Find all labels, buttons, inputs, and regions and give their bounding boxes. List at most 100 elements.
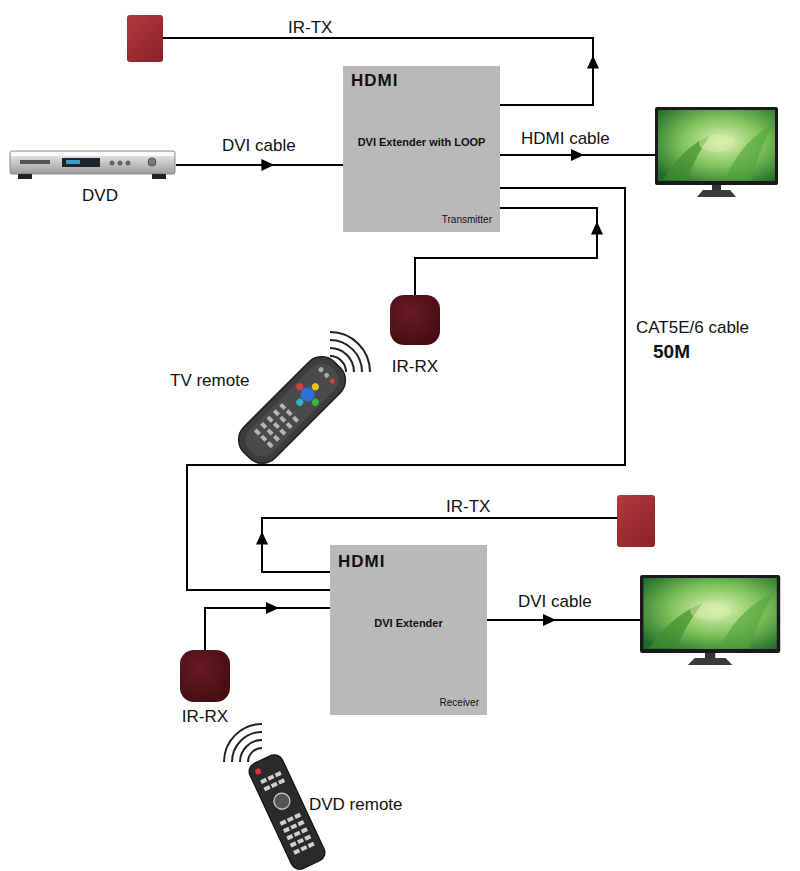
- ir-receiver: IR-RX: [390, 295, 440, 345]
- ir-wave: [224, 724, 262, 762]
- remote-key: [260, 435, 267, 442]
- logo-text: HDMI: [351, 71, 451, 91]
- player-body: [10, 151, 175, 174]
- remote-key: [279, 403, 286, 410]
- remote-key: [279, 416, 286, 423]
- player-foot: [18, 174, 32, 179]
- remote-key: [294, 813, 301, 819]
- player-button: [126, 161, 131, 166]
- ir-wave: [330, 332, 370, 372]
- device-label: DVD remote: [309, 795, 429, 815]
- player-top: [11, 152, 174, 156]
- device-role: Receiver: [387, 697, 479, 709]
- device-title: DVI Extender: [330, 617, 487, 630]
- ir-wave: [240, 740, 262, 762]
- ir-rx-wire: [205, 608, 330, 650]
- tv-remote-illustration: [231, 349, 353, 471]
- remote-key: [297, 820, 304, 826]
- remote-key: [286, 409, 293, 416]
- player-button: [118, 161, 123, 166]
- remote-key: [294, 831, 301, 837]
- dvi-wire: [176, 164, 343, 166]
- device-role: Transmitter: [400, 214, 492, 226]
- ir-wave: [330, 348, 354, 372]
- connector-label: DVI cable: [222, 136, 332, 156]
- cat-cable: [187, 188, 625, 590]
- dvi-wire: [487, 619, 640, 621]
- remote-key: [260, 778, 267, 784]
- remote-key: [254, 428, 261, 435]
- ir-waves: [330, 332, 370, 372]
- tv-bottom: [640, 575, 780, 665]
- disc-tray: [20, 160, 50, 164]
- remote-key: [300, 845, 307, 851]
- device-label: TV remote: [170, 371, 280, 391]
- receiver-box: HDMI DVI ExtenderReceiver: [330, 545, 487, 715]
- remote-key: [297, 838, 304, 844]
- ir-wave: [232, 732, 262, 762]
- remote-key: [275, 771, 282, 777]
- remote-key: [273, 409, 280, 416]
- remote-face: [240, 358, 345, 463]
- node-label: IR-TX: [446, 497, 526, 517]
- player-display: [62, 158, 100, 167]
- remote-key: [304, 835, 311, 841]
- remote-key: [267, 774, 274, 780]
- remote-key: [260, 422, 267, 429]
- node-label: DVD: [60, 186, 140, 206]
- remote-key: [287, 816, 294, 822]
- transmitter-box: HDMI DVI Extender with LOOP Transmitter: [343, 66, 500, 232]
- length-label: 50M: [653, 341, 723, 363]
- remote-key: [273, 435, 280, 442]
- remote-body: [231, 349, 353, 471]
- ir-receiver: IR-RX: [180, 650, 230, 702]
- player-knob: [148, 158, 156, 166]
- ir-transmitter: IR-TX: [617, 495, 655, 547]
- remote-nav: [271, 790, 292, 811]
- remote-button: [295, 397, 305, 407]
- remote-button: [329, 377, 336, 384]
- node-label: IR-RX: [370, 357, 460, 377]
- arrow-head: [543, 614, 556, 626]
- remote-button: [310, 397, 320, 407]
- remote-key: [286, 422, 293, 429]
- remote-key: [286, 834, 293, 840]
- remote-button: [310, 382, 320, 392]
- tv-top: [655, 107, 778, 197]
- cable-label: DVI cable: [518, 592, 628, 612]
- arrow-head: [261, 159, 274, 171]
- remote-button: [295, 382, 305, 392]
- remote-key: [273, 422, 280, 429]
- remote-button: [254, 767, 262, 775]
- connector-label: CAT5E/6 cable: [636, 318, 786, 338]
- arrow-head: [256, 531, 268, 544]
- connector-group: [187, 188, 625, 590]
- connector-group: [205, 602, 330, 650]
- remote-key: [279, 428, 286, 435]
- remote-button: [317, 366, 324, 373]
- ir-wave: [248, 748, 262, 762]
- remote-key: [301, 827, 308, 833]
- remote-key: [293, 849, 300, 855]
- remote-key: [290, 823, 297, 829]
- remote-button: [323, 372, 330, 379]
- arrow-head: [571, 149, 584, 161]
- remote-key: [278, 778, 285, 784]
- remote-key: [283, 827, 290, 833]
- arrow-head: [587, 56, 599, 69]
- remote-key: [280, 820, 287, 826]
- remote-key: [290, 841, 297, 847]
- arrow-head: [591, 222, 603, 235]
- dvd-player: DVD: [8, 148, 176, 182]
- node-label: IR-TX: [288, 18, 368, 38]
- dvd-player-illustration: [10, 151, 175, 179]
- logo-text: HDMI: [338, 552, 438, 572]
- device-title: DVI Extender with LOOP: [343, 136, 500, 149]
- ir-transmitter: IR-TX: [127, 15, 163, 62]
- remote-key: [292, 416, 299, 423]
- remote-key: [267, 416, 274, 423]
- remote-key: [267, 441, 274, 448]
- player-foot: [152, 174, 166, 179]
- remote-key: [271, 782, 278, 788]
